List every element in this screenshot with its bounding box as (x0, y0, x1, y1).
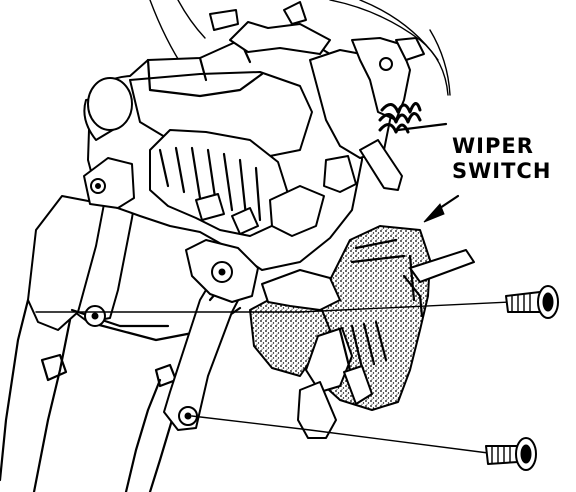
spring-coil (378, 102, 422, 134)
screw-upper (35, 285, 559, 319)
wiper-switch-label: WIPER SWITCH (452, 134, 551, 184)
switch-shaft (402, 249, 475, 318)
left-plate (83, 157, 135, 209)
column-tube-lower (0, 298, 188, 492)
callout-leader-arrow (423, 194, 460, 223)
upper-switch-assembly (309, 37, 448, 193)
callout-line-2: SWITCH (452, 159, 552, 183)
contact-comb (149, 129, 291, 237)
screw-lower (191, 415, 537, 471)
center-yoke (185, 185, 325, 303)
wiper-switch (249, 225, 431, 439)
callout-line-1: WIPER (452, 134, 534, 158)
